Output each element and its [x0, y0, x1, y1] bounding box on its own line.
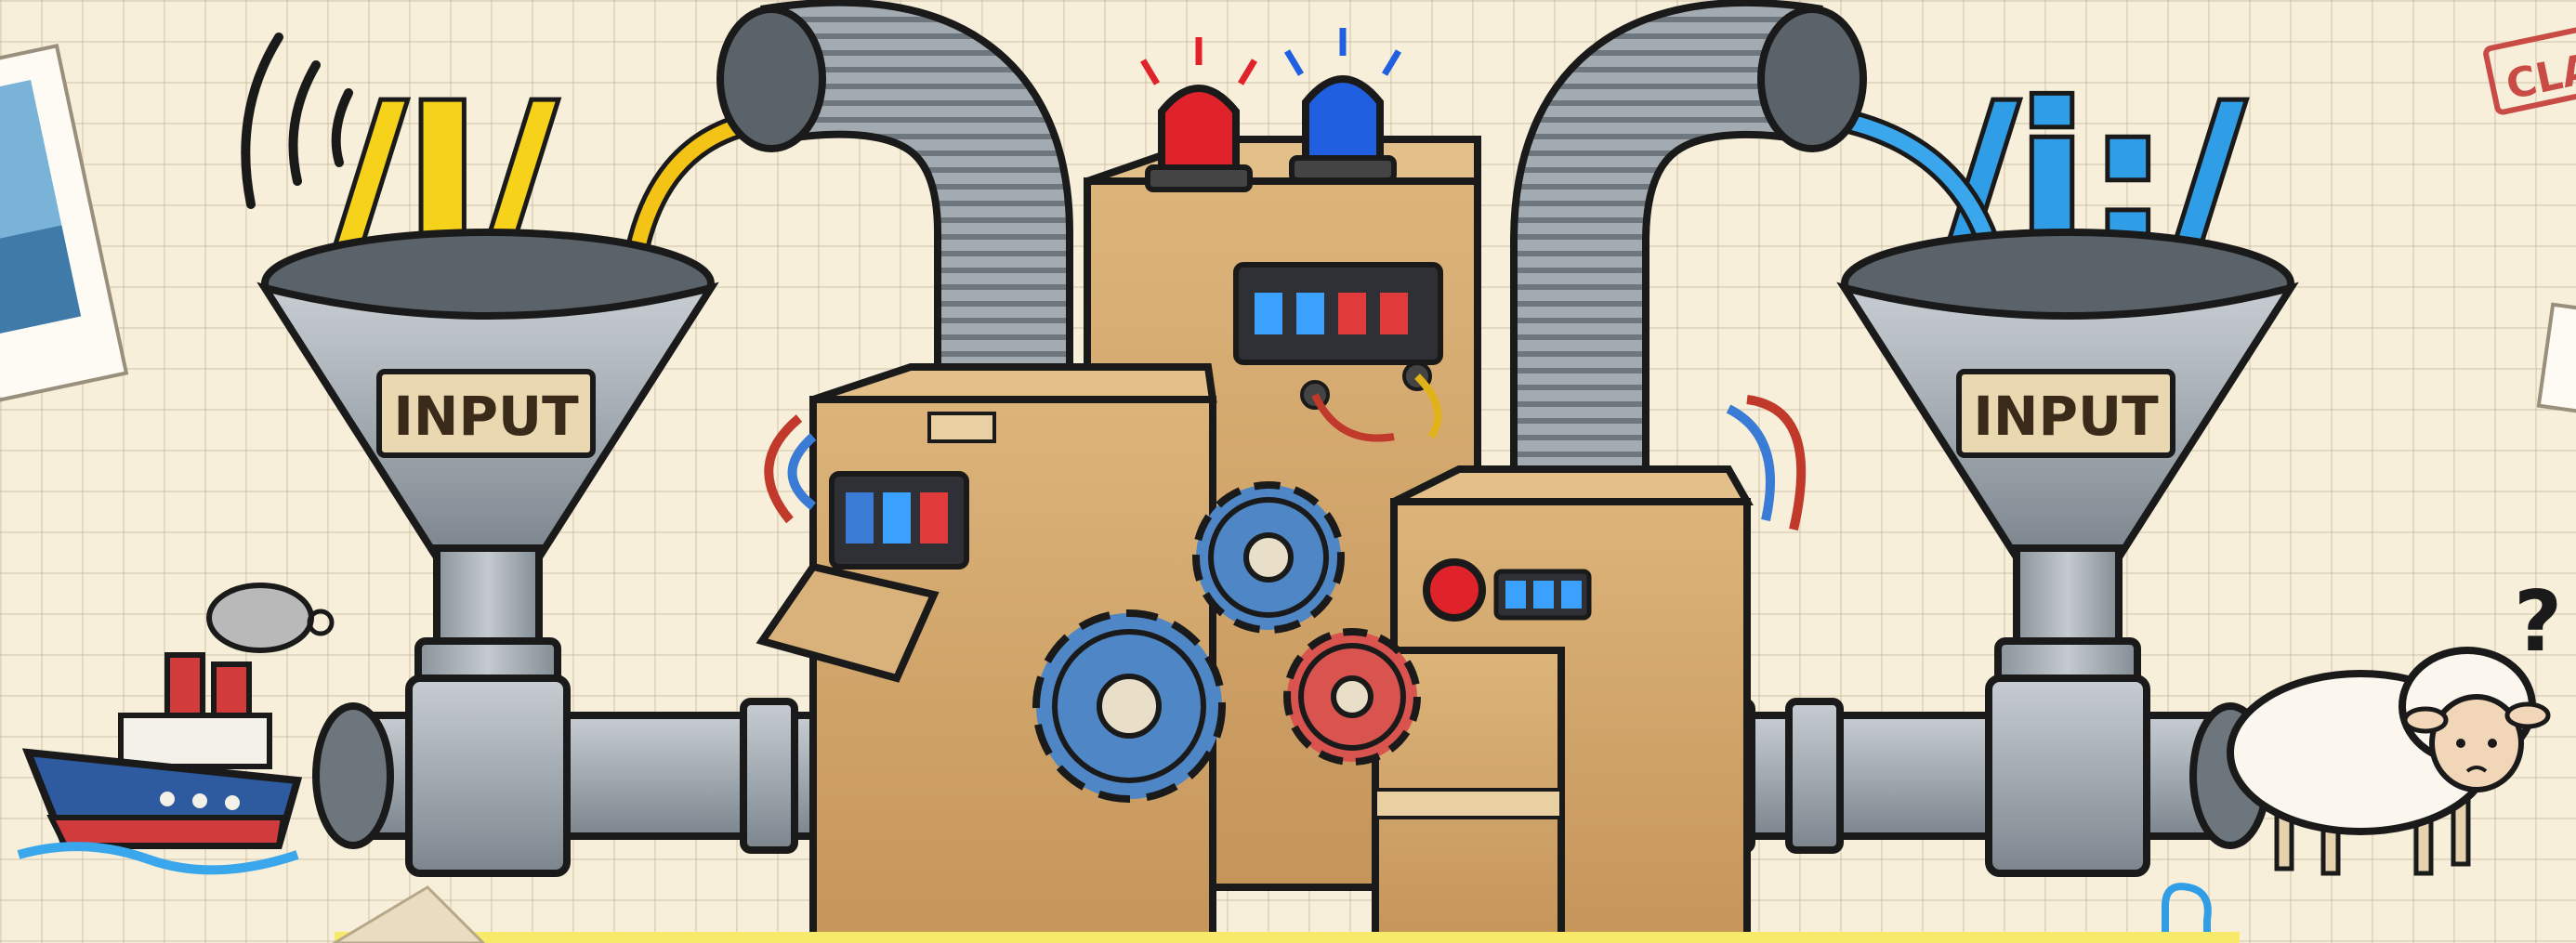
- right-funnel-icon: INPUT: [1845, 232, 2291, 683]
- blue-gear-icon: [1196, 485, 1341, 630]
- ship-icon: [19, 585, 332, 870]
- left-funnel-label: INPUT: [393, 385, 579, 448]
- right-funnel-label: INPUT: [1973, 385, 2159, 448]
- right-hose-icon: [1580, 9, 1863, 502]
- blue-siren-icon: [1287, 28, 1399, 180]
- stamp-icon: CLA: [2485, 24, 2576, 112]
- blue-gear-large-icon: [1036, 613, 1222, 799]
- bottom-highlight-strip: [335, 932, 2240, 943]
- left-hose-icon: [720, 9, 1004, 390]
- sheep-icon: ?: [2230, 573, 2562, 873]
- photo-icon: [0, 46, 126, 399]
- right-pipe: [1673, 678, 2267, 873]
- question-mark: ?: [2514, 573, 2562, 671]
- red-gear-icon: [1287, 632, 1417, 762]
- red-siren-icon: [1143, 37, 1255, 190]
